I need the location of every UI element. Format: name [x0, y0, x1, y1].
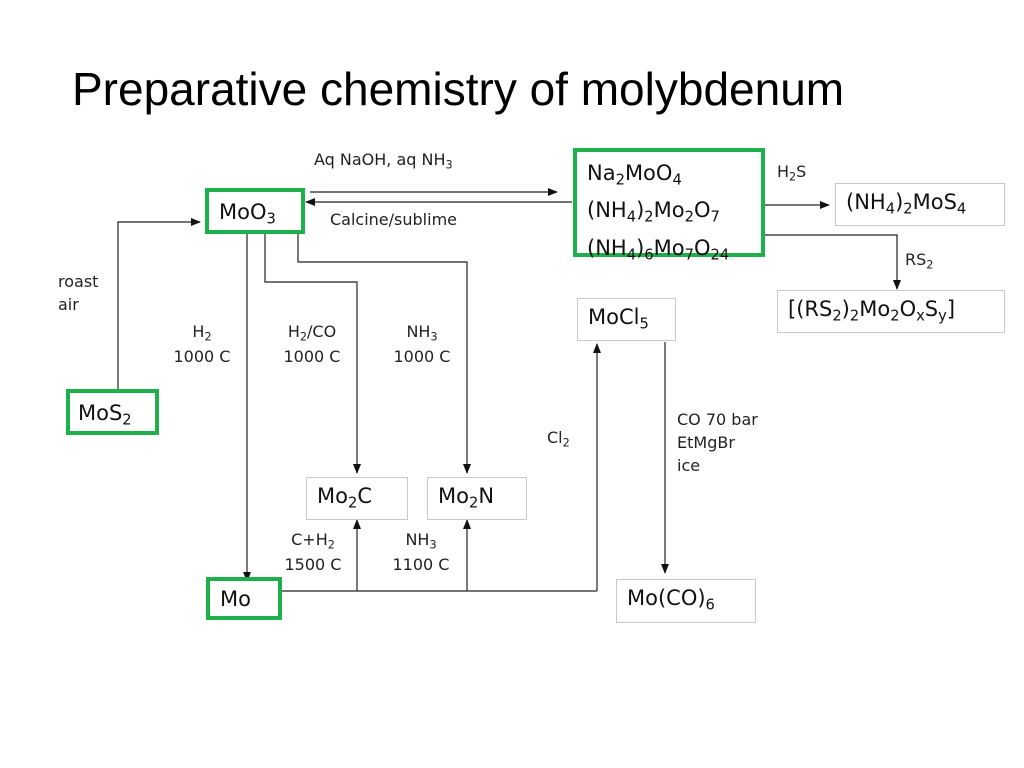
arrow-rs2: [765, 234, 901, 290]
node-molybdates-line-3: (NH4)6Mo7O24: [587, 235, 730, 264]
label-co-conditions: CO 70 bar EtMgBr ice: [677, 408, 758, 477]
node-mocl5-label: MoCl5: [588, 305, 649, 333]
label-cl2: Cl2: [547, 428, 570, 450]
label-h2-conditions: H2 1000 C: [164, 322, 240, 367]
node-mocl5: MoCl5: [577, 298, 676, 341]
node-rs2-complex-label: [(RS2)2Mo2OxSy]: [788, 297, 956, 325]
node-mos2-label: MoS2: [78, 401, 132, 429]
label-etmgbr: EtMgBr: [677, 433, 735, 452]
arrow-roast: [117, 218, 201, 392]
page-title: Preparative chemistry of molybdenum: [72, 63, 845, 115]
label-nh3-bottom-temp: 1100 C: [392, 555, 450, 575]
label-h2co-temp: 1000 C: [283, 347, 341, 367]
label-nh3-top-conditions: NH3 1000 C: [384, 322, 460, 367]
node-molybdates: Na2MoO4 (NH4)2Mo2O7 (NH4)6Mo7O24: [573, 148, 765, 263]
node-rs2-complex: [(RS2)2Mo2OxSy]: [777, 290, 1005, 333]
label-h2co-conditions: H2/CO 1000 C: [272, 322, 352, 367]
node-mo2c: Mo2C: [306, 477, 408, 520]
node-moo3-label: MoO3: [219, 200, 276, 228]
node-nh4-2-mos4: (NH4)2MoS4: [835, 183, 1005, 226]
node-mo: Mo: [206, 577, 282, 620]
label-aq-naoh-nh3: Aq NaOH, aq NH3: [314, 150, 453, 172]
label-h2: H2: [192, 322, 212, 344]
node-molybdates-line-2: (NH4)2Mo2O7: [587, 198, 720, 226]
label-h2-temp: 1000 C: [173, 347, 231, 367]
node-mos2: MoS2: [66, 389, 159, 435]
node-mo2n-label: Mo2N: [438, 484, 495, 512]
label-rs2: RS2: [905, 250, 934, 272]
node-moo3: MoO3: [205, 188, 305, 234]
label-nh3-bottom-conditions: NH3 1100 C: [383, 530, 459, 575]
label-roast: roast: [58, 272, 99, 291]
arrow-nh3-top: [297, 232, 471, 474]
node-mo-label: Mo: [220, 587, 251, 611]
label-nh3-top-temp: 1000 C: [393, 347, 451, 367]
label-calcine-sublime: Calcine/sublime: [330, 210, 457, 229]
label-ice: ice: [677, 456, 701, 475]
node-moco6: Mo(CO)6: [616, 579, 756, 623]
label-co: CO 70 bar: [677, 410, 758, 429]
node-mo2n: Mo2N: [427, 477, 527, 520]
label-h2co: H2/CO: [287, 322, 337, 344]
label-h2s: H2S: [777, 162, 807, 184]
arrow-h2co: [264, 232, 361, 474]
node-nh4-2-mos4-label: (NH4)2MoS4: [846, 190, 967, 218]
label-ch2-conditions: C+H2 1500 C: [275, 530, 351, 575]
label-air: air: [58, 295, 79, 314]
node-mo2c-label: Mo2C: [317, 484, 372, 512]
label-ch2-temp: 1500 C: [284, 555, 342, 575]
node-molybdates-line-1: Na2MoO4: [587, 161, 682, 189]
label-nh3-bottom: NH3: [405, 530, 437, 552]
node-moco6-label: Mo(CO)6: [627, 586, 715, 614]
label-ch2: C+H2: [291, 530, 335, 552]
label-nh3-top: NH3: [406, 322, 438, 344]
